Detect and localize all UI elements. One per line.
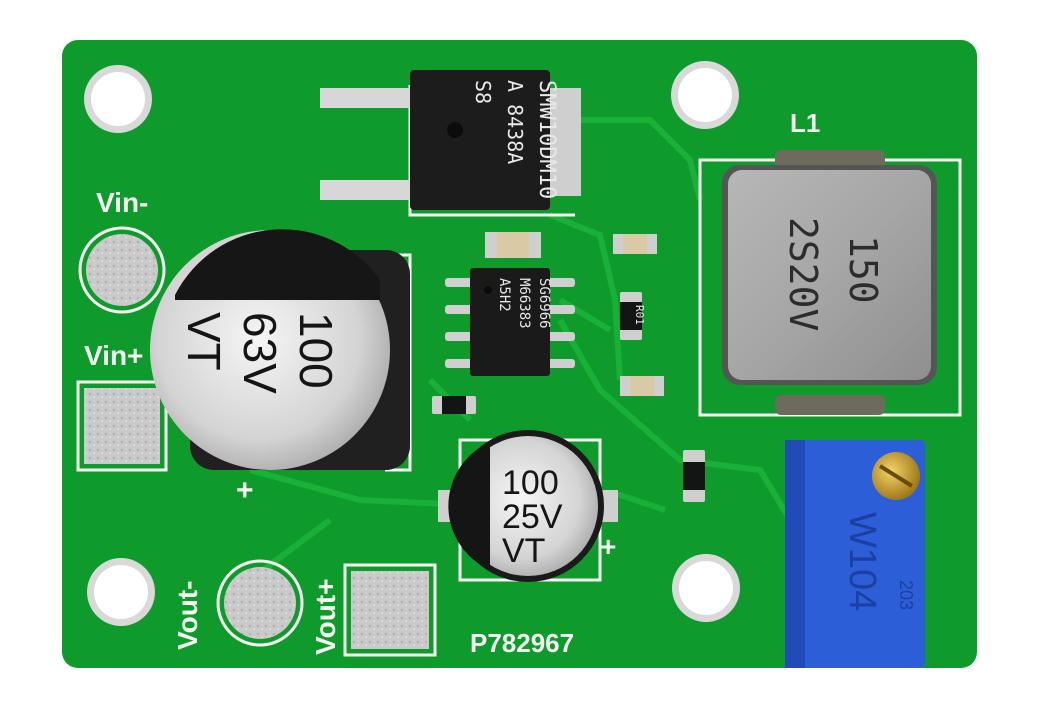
controller-ic-line3: A5H2 (496, 278, 512, 312)
capacitor-large-voltage: 63V (234, 312, 286, 394)
vout-minus-pad (216, 559, 304, 647)
label-vout-minus: Vout- (172, 581, 203, 650)
mounting-holes (84, 61, 740, 626)
trimpot-marking: W104 (841, 512, 883, 611)
vin-plus-pad (76, 380, 168, 472)
controller-ic-line2: M66383 (516, 278, 532, 329)
label-vin-minus: Vin- (96, 187, 148, 218)
label-vout-plus: Vout+ (310, 579, 341, 655)
controller-ic: SG6966 M66383 A5H2 (445, 268, 575, 376)
smd-resistor (432, 396, 476, 414)
smd-capacitor (620, 376, 664, 396)
vout-plus-pad (343, 563, 437, 657)
board-id-label: P782967 (470, 628, 574, 658)
label-inductor-ref: L1 (790, 108, 820, 138)
capacitor-large-series: VT (178, 312, 230, 371)
capacitor-large-value: 100 (290, 312, 342, 389)
mosfet-component: SMW10DM10 A 8438A S8 (320, 70, 581, 210)
capacitor-small-voltage: 25V (502, 498, 563, 536)
mosfet-marking-line3: S8 (471, 80, 495, 104)
capacitor-small-series: VT (502, 532, 545, 570)
mosfet-marking-line1: SMW10DM10 (534, 80, 559, 199)
capacitor-large: 100 63V VT (150, 229, 410, 470)
capacitor-small: 100 25V VT (438, 430, 618, 582)
trimmer-potentiometer: W104 203 (785, 440, 925, 668)
resistor-marking: R01 (633, 305, 646, 325)
capacitor-small-value: 100 (502, 464, 559, 502)
mosfet-marking-line2: A 8438A (503, 80, 527, 164)
smd-resistor: R01 (620, 292, 646, 340)
vin-minus-pad (78, 226, 166, 314)
inductor-marking-line2: 2S20V (781, 217, 825, 331)
inductor-l1: 150 2S20V (722, 150, 937, 415)
smd-resistor (683, 450, 705, 502)
label-vin-plus: Vin+ (84, 340, 143, 371)
smd-capacitor (485, 232, 541, 258)
label-plus-left: + (236, 474, 254, 507)
controller-ic-line1: SG6966 (536, 278, 552, 329)
inductor-marking-line1: 150 (841, 235, 885, 304)
trimpot-code: 203 (896, 580, 916, 610)
label-plus-right: + (600, 531, 616, 562)
smd-capacitor (613, 234, 657, 254)
